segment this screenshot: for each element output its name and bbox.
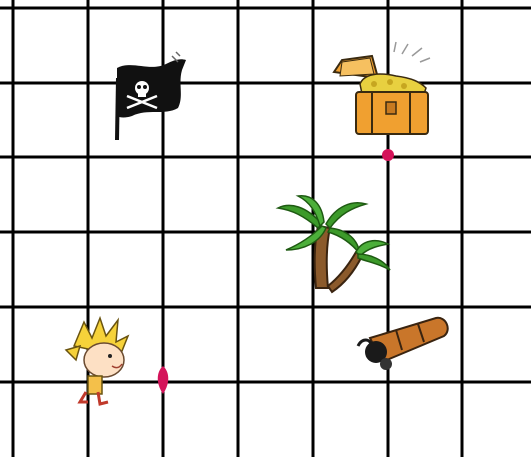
pirate-flag-icon xyxy=(117,52,186,140)
treasure-chest-icon xyxy=(334,42,430,134)
cannon-icon xyxy=(358,318,448,370)
boy-character-icon xyxy=(66,318,128,404)
palm-tree-icon xyxy=(278,196,390,292)
pink-dot-marker xyxy=(382,149,394,161)
pink-pin-marker xyxy=(158,366,169,394)
